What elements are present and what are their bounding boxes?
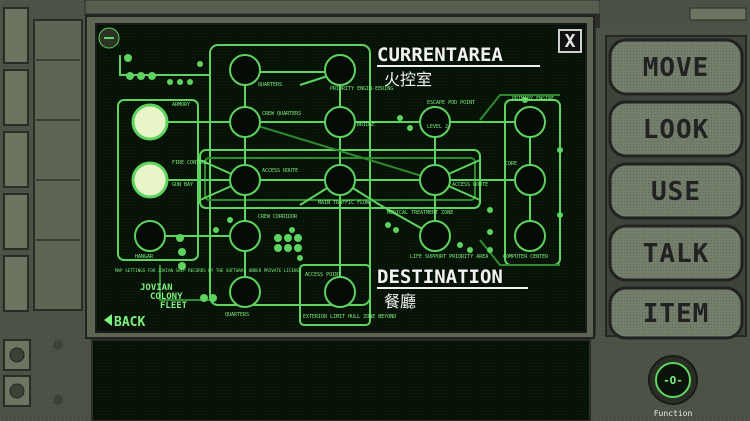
top-hull-bar [84,0,601,15]
label-quarters-bottom: QUARTERS [225,312,249,318]
label-escape-pod: ESCAPE POD POINT [427,100,475,106]
node-gun-bay [131,161,169,199]
look-button[interactable]: LOOK [608,100,744,158]
item-label: ITEM [643,299,710,329]
label-computer: COMPUTER CENTER [503,254,549,260]
label-life-support: LIFE SUPPORT PRIORITY AREA [410,254,488,260]
back-arrow-icon [104,314,112,326]
node-main-traffic [324,164,356,196]
node-fire-control [131,103,169,141]
node-quarters-bottom [229,276,261,308]
room-labels: QUARTERS PRIORITY ENGIN-EERING CREW QUAR… [135,82,554,320]
back-label: BACK [114,315,145,330]
label-core: CORE [505,161,517,167]
label-access-route: ACCESS ROUTE [262,168,298,174]
function-icon: -O- [663,374,683,387]
node-bridge [324,106,356,138]
label-access-route-2: ACCESS ROUTE [452,182,488,188]
label-bridge: BRIDGE [357,122,375,128]
talk-button[interactable]: TALK [608,224,744,282]
label-priority-engineering: PRIORITY ENGIN-EERING [330,86,393,92]
close-icon: X [565,31,576,52]
logo-jovian: JOVIAN [140,283,173,293]
logo-colony: COLONY [150,292,183,302]
label-crew-quarters: CREW QUARTERS [262,111,301,117]
map-indicator-dots [124,54,563,302]
node-medical [419,220,451,252]
label-primary-engine: PRIMARY ENGINE [512,96,554,102]
node-primary-engine [514,106,546,138]
close-button[interactable]: X [558,29,582,53]
node-core [514,164,546,196]
node-access-route-2 [419,164,451,196]
move-label: MOVE [643,53,710,83]
node-crew-quarters [229,106,261,138]
node-priority-engineering [324,54,356,86]
destination-label: DESTINATION [377,266,503,288]
logo-fleet: FLEET [160,301,188,311]
label-armory: ARMORY [172,102,190,108]
left-hull-panel [0,0,85,421]
destination-value: 餐廳 [384,292,416,311]
current-area-label: CURRENTAREA [377,44,503,66]
label-access-point: ACCESS POINT [305,272,341,278]
label-crew-corridor: CREW CORRIDOR [258,214,298,220]
label-quarters-top: QUARTERS [258,82,282,88]
move-button[interactable]: MOVE [608,38,744,96]
bolt-icon [98,27,120,49]
look-label: LOOK [643,115,710,145]
function-button[interactable]: -O- [648,355,698,405]
node-armory-slot [134,220,166,252]
node-escape-pod [419,106,451,138]
item-button[interactable]: ITEM [608,286,744,340]
node-access-point [324,276,356,308]
label-level: LEVEL 2 [427,124,448,130]
label-main-traffic: MAIN TRAFFIC FLOW [318,200,370,206]
function-label: Function [654,409,693,418]
label-hangar: HANGAR [135,254,154,260]
use-label: USE [651,177,701,207]
node-access-route [229,164,261,196]
highlight-nodes [131,103,169,199]
label-gun-bay: GUN BAY [172,182,193,188]
use-button[interactable]: USE [608,162,744,220]
node-quarters-top [229,54,261,86]
current-area-value: 火控室 [384,70,432,89]
node-computer [514,220,546,252]
back-button[interactable]: BACK [104,314,145,330]
label-medical: MEDICAL TREATMENT ZONE [387,210,453,216]
talk-label: TALK [643,239,710,269]
label-exterior-limit: EXTERIOR LIMIT HULL ZONE BEYOND [303,314,396,320]
node-crew-corridor [229,220,261,252]
map-nodes [134,54,546,308]
label-fire-control: FIRE CONTROL [172,160,208,166]
map-notice: MAP SETTINGS FOR JOVIAN SHIP RECORDS BY … [115,268,302,273]
message-screen [91,339,591,421]
